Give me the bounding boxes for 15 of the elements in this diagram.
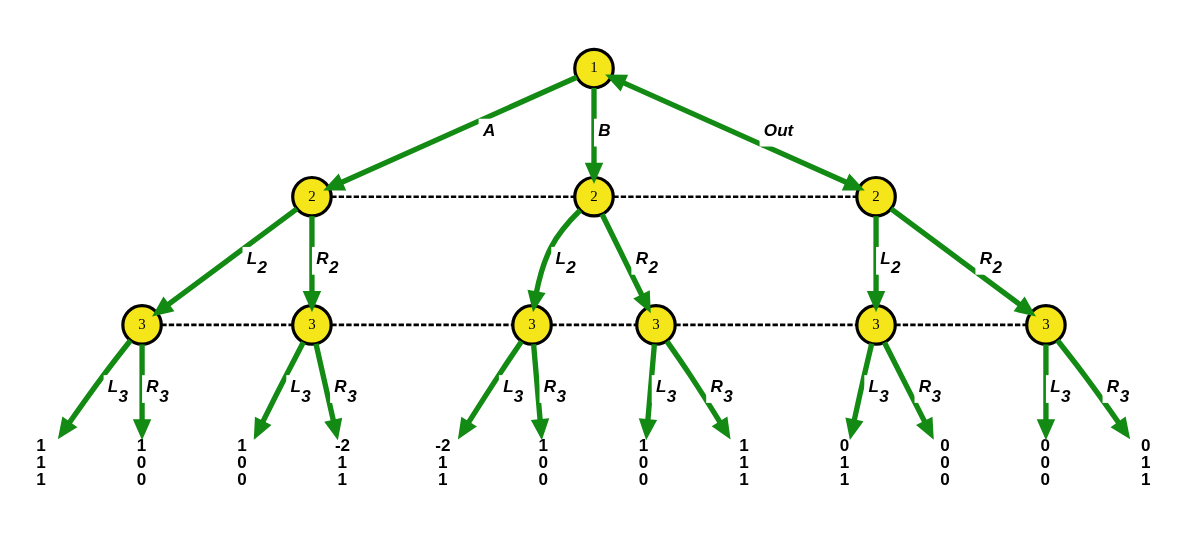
node-text: 1 0 0 — [638, 435, 649, 489]
node-text: 1 1 1 — [739, 435, 749, 489]
edge-label: A — [482, 120, 496, 140]
node-text: 0 1 1 — [839, 435, 850, 489]
node-text: -2 1 1 — [334, 435, 351, 489]
node-text: 0 0 0 — [1040, 435, 1051, 489]
node-text: 1 0 0 — [136, 435, 147, 489]
edge-label: B — [598, 120, 611, 140]
edge-label: Out — [763, 120, 794, 140]
node-text: 1 0 0 — [538, 435, 548, 489]
node-text: 0 1 1 — [1141, 435, 1151, 489]
node-text: 1 1 1 — [36, 435, 46, 489]
node-text: 0 0 0 — [940, 435, 950, 489]
node-text: -2 1 1 — [435, 435, 451, 489]
node-text: 1 0 0 — [237, 435, 247, 489]
